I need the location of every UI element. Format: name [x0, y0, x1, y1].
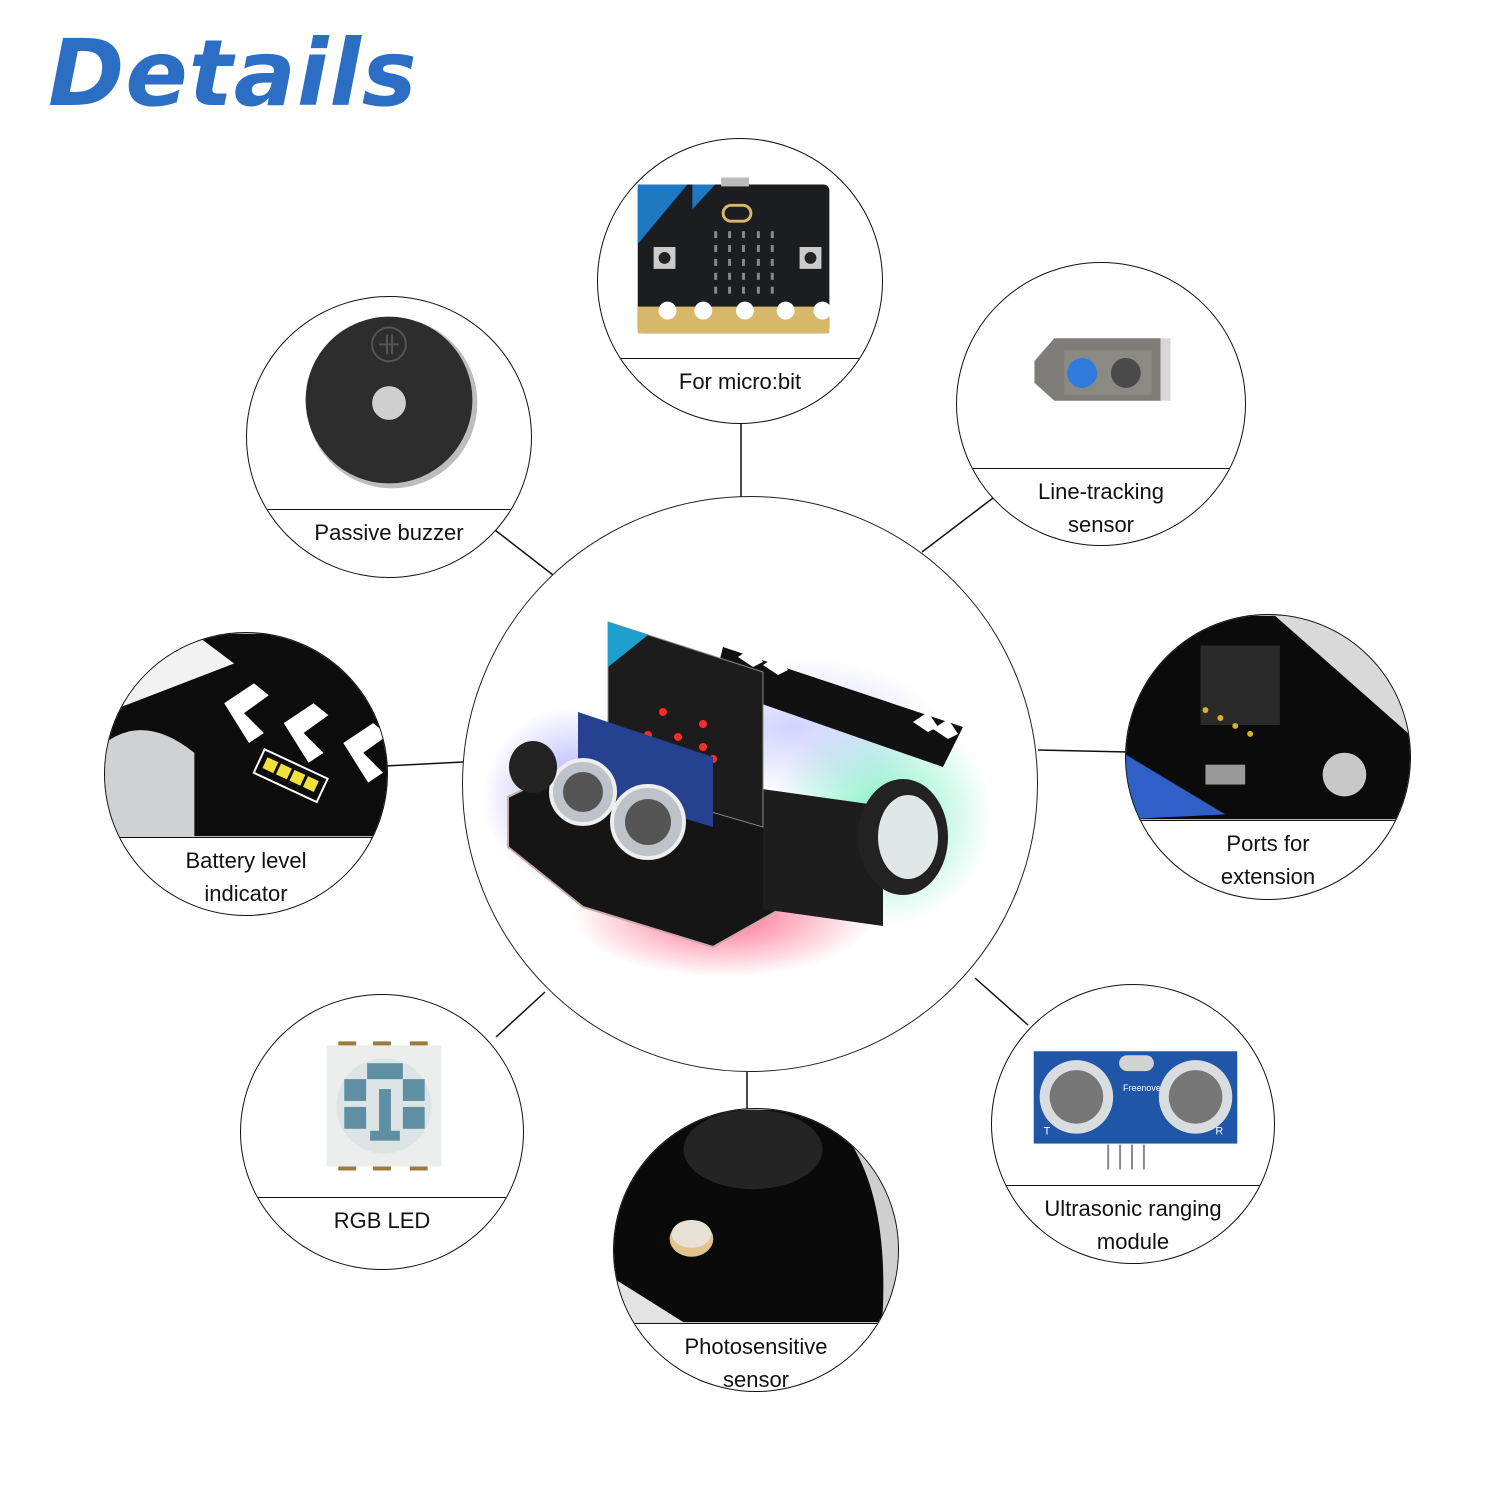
- feature-photosensitive: Photosensitive sensor: [613, 1108, 899, 1392]
- microbit-board-image: [637, 177, 832, 334]
- feature-label-buzzer: Passive buzzer: [247, 509, 531, 549]
- ultrasonic-module-image: Freenove T R: [1033, 1051, 1238, 1170]
- feature-buzzer: Passive buzzer: [246, 296, 532, 578]
- feature-ports: Ports for extension: [1125, 614, 1411, 900]
- feature-label-microbit: For micro:bit: [598, 358, 882, 398]
- feature-label-battery: Battery level indicator: [105, 837, 387, 910]
- page-title: Details: [48, 20, 418, 127]
- passive-buzzer-image: [305, 316, 478, 489]
- svg-text:R: R: [1215, 1126, 1223, 1138]
- battery-indicator-image: [105, 633, 387, 837]
- feature-line-tracking: Line-tracking sensor: [956, 262, 1246, 546]
- feature-battery: Battery level indicator: [104, 632, 388, 916]
- feature-label-photosensitive: Photosensitive sensor: [614, 1323, 898, 1391]
- feature-label-line-tracking: Line-tracking sensor: [957, 468, 1245, 541]
- feature-ultrasonic: Freenove T R Ultrasonic ranging module: [991, 984, 1275, 1264]
- svg-text:T: T: [1044, 1126, 1051, 1138]
- extension-ports-image: [1126, 615, 1410, 820]
- rgb-led-image: [326, 1041, 442, 1171]
- feature-label-ports: Ports for extension: [1126, 820, 1410, 893]
- feature-label-rgb-led: RGB LED: [241, 1197, 523, 1237]
- ultrasonic-brand-text: Freenove: [1123, 1083, 1161, 1093]
- robot-car-image: [462, 496, 1038, 1072]
- feature-rgb-led: RGB LED: [240, 994, 524, 1270]
- feature-microbit: For micro:bit: [597, 138, 883, 424]
- line-tracking-sensor-image: [1034, 338, 1171, 401]
- photosensitive-sensor-image: [614, 1109, 898, 1323]
- feature-label-ultrasonic: Ultrasonic ranging module: [992, 1185, 1274, 1258]
